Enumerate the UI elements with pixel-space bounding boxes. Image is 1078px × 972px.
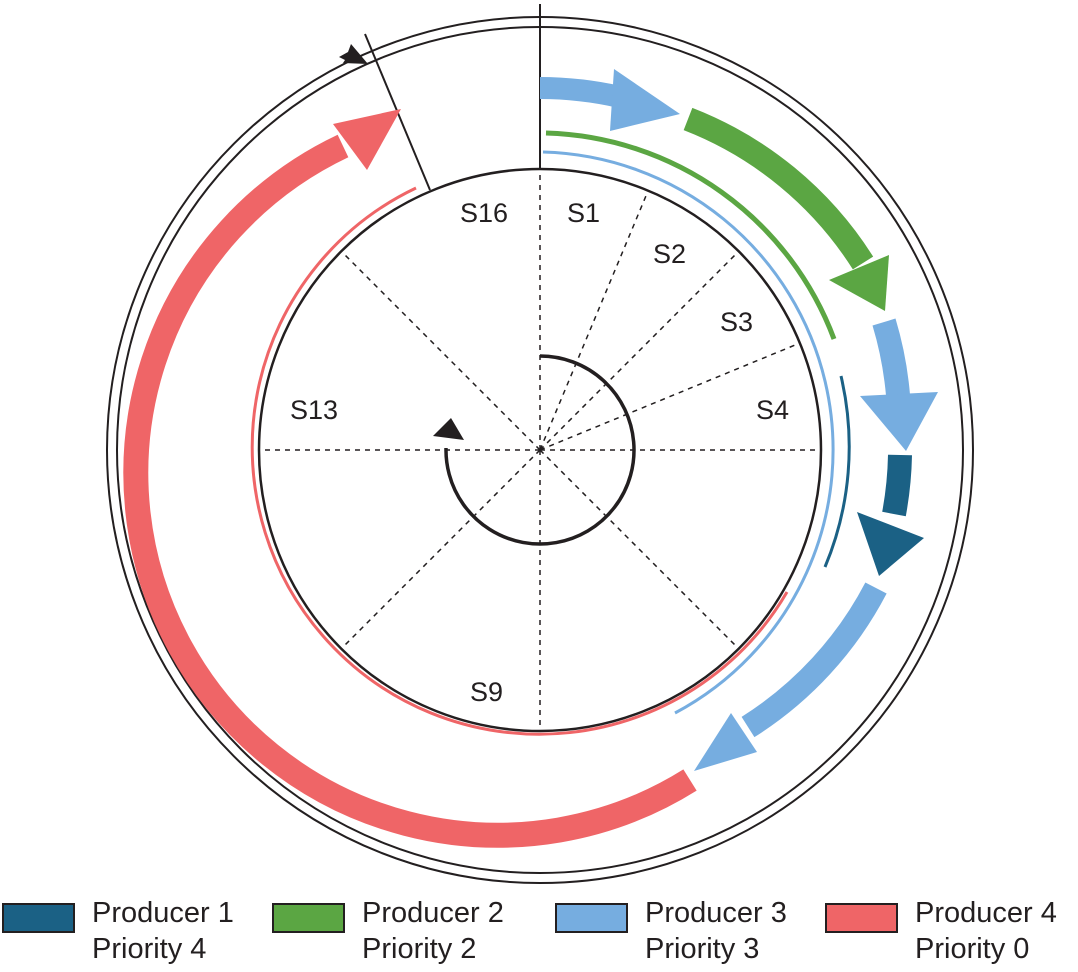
legend-swatch-producer2 bbox=[272, 903, 345, 933]
legend-producer4-priority: Priority 0 bbox=[915, 933, 1030, 965]
sector-label-s9: S9 bbox=[470, 677, 503, 707]
sector-label-s16: S16 bbox=[460, 198, 508, 228]
producer3-arrow-1 bbox=[539, 69, 680, 131]
producer2-arrow bbox=[683, 107, 889, 311]
legend-producer2-priority: Priority 2 bbox=[362, 933, 477, 965]
producer3-arrow-2 bbox=[860, 318, 938, 451]
legend-producer1-priority: Priority 4 bbox=[92, 933, 207, 965]
legend-producer3-priority: Priority 3 bbox=[645, 933, 760, 965]
producer2-claim-arc bbox=[545, 130, 837, 340]
producer4-claim-arc bbox=[250, 186, 789, 736]
sector-label-s13: S13 bbox=[290, 395, 338, 425]
legend-swatch-producer1 bbox=[2, 903, 75, 933]
ring-buffer-diagram: S16 S1 S2 S3 S4 S13 S9 bbox=[106, 4, 974, 884]
producer3-arrow-3 bbox=[694, 582, 887, 771]
wrap-arrow bbox=[339, 44, 368, 64]
sector-dividers bbox=[259, 169, 821, 731]
legend-label-producer3: Producer 3 Priority 3 bbox=[645, 895, 787, 967]
legend-label-producer1: Producer 1 Priority 4 bbox=[92, 895, 234, 967]
legend-label-producer2: Producer 2 Priority 2 bbox=[362, 895, 504, 967]
producer1-arrow bbox=[857, 454, 924, 576]
sector-label-s2: S2 bbox=[653, 239, 686, 269]
legend-label-producer4: Producer 4 Priority 0 bbox=[915, 895, 1057, 967]
sector-label-s1: S1 bbox=[567, 198, 600, 228]
producer4-arrow bbox=[123, 109, 697, 848]
legend-producer4-name: Producer 4 bbox=[915, 897, 1057, 929]
legend-swatch-producer4 bbox=[825, 903, 898, 933]
legend-producer2-name: Producer 2 bbox=[362, 897, 504, 929]
sector-label-s3: S3 bbox=[720, 307, 753, 337]
rotation-arrowhead-icon bbox=[433, 418, 464, 440]
legend: Producer 1 Priority 4 Producer 2 Priorit… bbox=[0, 895, 1078, 972]
rotation-arrow bbox=[444, 354, 636, 546]
legend-producer1-name: Producer 1 bbox=[92, 897, 234, 929]
sector-label-s4: S4 bbox=[756, 395, 789, 425]
legend-producer3-name: Producer 3 bbox=[645, 897, 787, 929]
producer1-claim-arc bbox=[823, 375, 851, 568]
producer3-claim-arc bbox=[542, 150, 835, 715]
legend-swatch-producer3 bbox=[555, 903, 628, 933]
